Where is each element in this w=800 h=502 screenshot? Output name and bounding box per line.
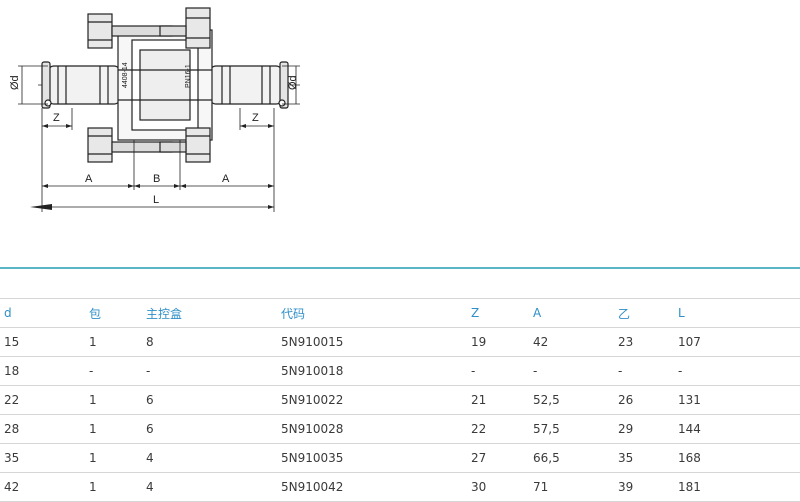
table-header-row: d 包 主控盒 代码 Z A 乙 L — [0, 298, 800, 328]
cell-d: 42 — [0, 472, 85, 502]
cell-code: 5N910035 — [277, 443, 467, 473]
cell-a: 71 — [529, 472, 614, 502]
cell-b: 39 — [614, 472, 674, 502]
cell-d: 28 — [0, 414, 85, 444]
left-pipe-end — [41, 61, 51, 109]
cell-pack: - — [85, 356, 142, 386]
cell-l: 131 — [674, 385, 800, 415]
cell-d: 35 — [0, 443, 85, 473]
cell-pack: 1 — [85, 443, 142, 473]
right-pipe-end — [279, 61, 289, 109]
cell-box: - — [142, 356, 277, 386]
cell-b: - — [614, 356, 674, 386]
cell-box: 6 — [142, 385, 277, 415]
cell-a: 42 — [529, 327, 614, 357]
cell-a: 57,5 — [529, 414, 614, 444]
l-arrow-left — [30, 204, 52, 210]
dim-label-z-right: Z — [252, 112, 259, 124]
cell-box: 8 — [142, 327, 277, 357]
dim-label-a-left: A — [85, 173, 93, 185]
dim-label-b: B — [153, 173, 160, 185]
cell-z: 19 — [467, 327, 529, 357]
header-a: A — [529, 298, 614, 328]
bottom-left-bolt — [87, 127, 173, 163]
technical-drawing: 4408-14 PN16-1 Ød Ød Z Z A B A L — [9, 7, 302, 212]
dim-label-a-right: A — [222, 173, 230, 185]
cell-l: 144 — [674, 414, 800, 444]
cell-l: 181 — [674, 472, 800, 502]
cell-a: - — [529, 356, 614, 386]
cell-pack: 1 — [85, 327, 142, 357]
cell-d: 18 — [0, 356, 85, 386]
cell-b: 29 — [614, 414, 674, 444]
cell-pack: 1 — [85, 414, 142, 444]
cell-a: 52,5 — [529, 385, 614, 415]
cell-code: 5N910028 — [277, 414, 467, 444]
header-box: 主控盒 — [142, 298, 277, 328]
dim-label-l: L — [153, 194, 159, 206]
dim-label-z-left: Z — [53, 112, 60, 124]
cell-code: 5N910042 — [277, 472, 467, 502]
cell-l: 168 — [674, 443, 800, 473]
cell-z: - — [467, 356, 529, 386]
cell-box: 6 — [142, 414, 277, 444]
marking-left: 4408-14 — [122, 62, 129, 88]
cell-pack: 1 — [85, 472, 142, 502]
header-d: d — [0, 298, 85, 328]
header-pack: 包 — [85, 298, 142, 328]
cell-z: 22 — [467, 414, 529, 444]
cell-b: 23 — [614, 327, 674, 357]
cell-b: 26 — [614, 385, 674, 415]
cell-a: 66,5 — [529, 443, 614, 473]
cell-z: 21 — [467, 385, 529, 415]
marking-right: PN16-1 — [185, 64, 192, 88]
cell-code: 5N910022 — [277, 385, 467, 415]
top-right-bolt — [159, 7, 211, 49]
dim-label-d-left: Ød — [9, 75, 21, 90]
header-z: Z — [467, 298, 529, 328]
header-b: 乙 — [614, 298, 674, 328]
cell-z: 30 — [467, 472, 529, 502]
left-press-fitting — [47, 65, 121, 105]
right-press-fitting — [209, 65, 283, 105]
cell-box: 4 — [142, 443, 277, 473]
table-row: 18--5N910018---- — [0, 356, 800, 386]
cell-code: 5N910015 — [277, 327, 467, 357]
header-code: 代码 — [277, 298, 467, 328]
cell-z: 27 — [467, 443, 529, 473]
bottom-right-bolt — [159, 127, 211, 163]
cell-d: 15 — [0, 327, 85, 357]
cell-b: 35 — [614, 443, 674, 473]
section-divider — [0, 267, 800, 269]
cell-box: 4 — [142, 472, 277, 502]
cell-pack: 1 — [85, 385, 142, 415]
cell-l: - — [674, 356, 800, 386]
cell-code: 5N910018 — [277, 356, 467, 386]
top-left-bolt — [87, 13, 173, 49]
cell-l: 107 — [674, 327, 800, 357]
dim-label-d-right: Ød — [287, 75, 299, 90]
cell-d: 22 — [0, 385, 85, 415]
header-l: L — [674, 298, 800, 328]
